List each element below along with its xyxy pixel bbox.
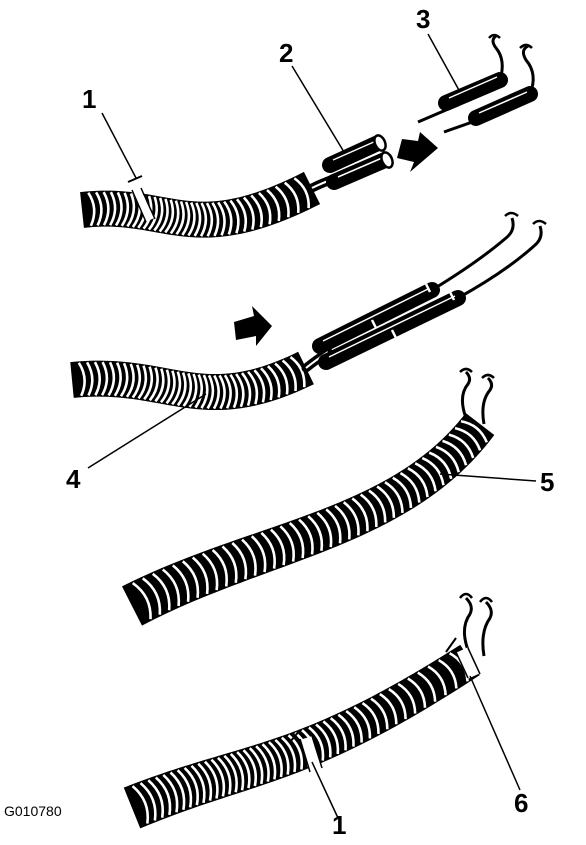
callout-1-bottom: 1: [332, 810, 346, 840]
insert-arrow-icon: [397, 132, 438, 172]
callout-2: 2: [279, 38, 293, 68]
split-loom-step-1: [80, 172, 320, 238]
leader-line-4: [88, 394, 206, 468]
step-3-assembly: [122, 369, 494, 626]
wire-tip: [480, 598, 492, 602]
wire-end: [483, 378, 492, 424]
callout-4: 4: [66, 464, 81, 494]
split-loom-step-3: [122, 413, 494, 626]
connector-tube-upper: [446, 80, 500, 103]
wire-tip: [460, 369, 472, 372]
wire-end: [464, 598, 471, 650]
callout-1-top: 1: [82, 84, 96, 114]
heat-shrink-tube-pair: [330, 134, 395, 182]
figure-id: G010780: [4, 803, 62, 819]
callout-5: 5: [540, 467, 554, 497]
callout-3: 3: [416, 4, 430, 34]
leader-line-1-top: [102, 113, 136, 178]
wire-tip: [533, 221, 546, 224]
wire-end: [483, 602, 491, 656]
split-loom-step-2: [70, 352, 314, 410]
wire-tip: [505, 213, 518, 216]
wire-end: [432, 218, 513, 290]
step-2-assembly: [70, 213, 546, 410]
direction-arrow-icon: [234, 306, 272, 346]
callout-6: 6: [514, 788, 528, 818]
connector-tube-lower: [476, 94, 530, 118]
wire-end: [462, 372, 469, 418]
wire-tip: [482, 375, 494, 378]
step-4-assembly: [124, 594, 492, 828]
split-loom-step-4: [124, 645, 480, 829]
step-1-assembly: [80, 35, 533, 238]
leader-line-3: [428, 34, 460, 92]
leader-line-2: [292, 66, 344, 152]
leader-line-6: [470, 676, 520, 790]
wire-tip: [460, 594, 472, 598]
wire-leads-with-tubes: [418, 35, 533, 132]
wire-end: [458, 226, 541, 298]
